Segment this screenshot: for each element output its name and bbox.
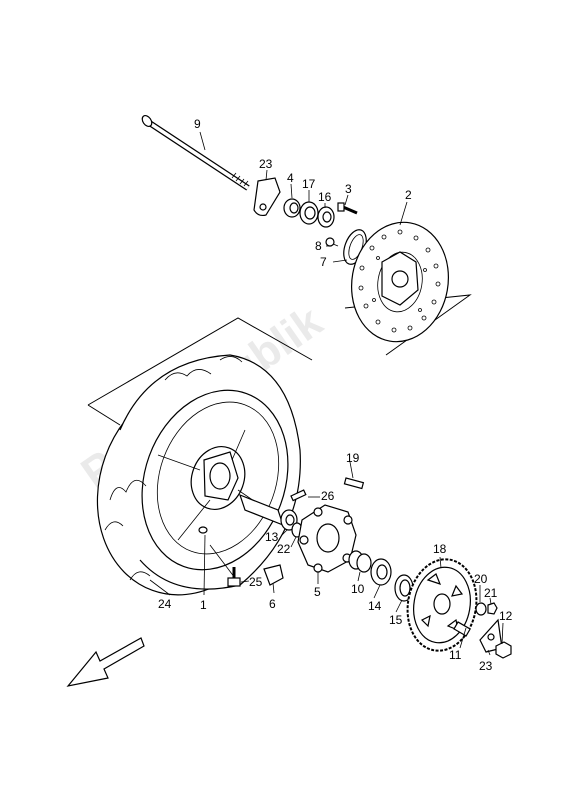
callout-6: 6 (269, 597, 276, 611)
spacer-part-4 (283, 198, 301, 218)
nut-part-21 (487, 602, 498, 615)
callout-26: 26 (321, 489, 335, 503)
screw-part-8 (325, 237, 339, 247)
callout-7: 7 (320, 255, 327, 269)
nut-part-12 (495, 641, 512, 659)
callout-18: 18 (433, 542, 447, 556)
callout-24: 24 (158, 597, 172, 611)
callout-4: 4 (287, 171, 294, 185)
callout-8: 8 (315, 239, 322, 253)
bearing-part-14 (370, 558, 392, 586)
bearing-part-17 (299, 201, 319, 225)
spacer-part-10 (348, 550, 372, 573)
seal-part-16 (317, 206, 335, 228)
callout-19: 19 (346, 451, 360, 465)
valve-part-25 (227, 567, 241, 587)
callout-14: 14 (368, 599, 382, 613)
callout-22: 22 (277, 542, 291, 556)
washer-part-20 (475, 602, 487, 616)
rear-sprocket-part (406, 558, 478, 652)
callout-3: 3 (345, 182, 352, 196)
callout-21: 21 (484, 586, 498, 600)
callout-12: 12 (499, 609, 513, 623)
adjuster-plate-top (253, 177, 281, 217)
callout-15: 15 (389, 613, 403, 627)
wheel-and-tire (96, 354, 301, 596)
callout-1: 1 (200, 598, 207, 612)
wheel-hub-part (190, 446, 246, 510)
axle-part (141, 114, 250, 191)
leader-lines (149, 131, 504, 656)
balance-weight-part-6 (263, 564, 284, 586)
callout-17: 17 (302, 177, 316, 191)
callout-23-bottom: 23 (479, 659, 493, 673)
callout-25: 25 (249, 575, 263, 589)
callout-10: 10 (351, 582, 365, 596)
callout-13: 13 (265, 530, 279, 544)
sprocket-carrier-part (297, 504, 357, 573)
bolt-part-19 (343, 477, 365, 490)
callout-11: 11 (449, 648, 462, 662)
callout-9: 9 (194, 117, 201, 131)
callout-5: 5 (314, 585, 321, 599)
bolt-part-3 (337, 202, 358, 215)
brake-disc-part (350, 221, 450, 343)
pin-part-26 (290, 489, 307, 502)
front-direction-arrow-icon (66, 637, 145, 687)
bolt-part-11 (453, 621, 471, 637)
callout-23-top: 23 (259, 157, 273, 171)
callout-labels: 9 23 4 17 16 3 2 8 7 19 26 13 22 25 5 10… (158, 117, 513, 673)
callout-2: 2 (405, 188, 412, 202)
callout-20: 20 (474, 572, 488, 586)
callout-16: 16 (318, 190, 332, 204)
